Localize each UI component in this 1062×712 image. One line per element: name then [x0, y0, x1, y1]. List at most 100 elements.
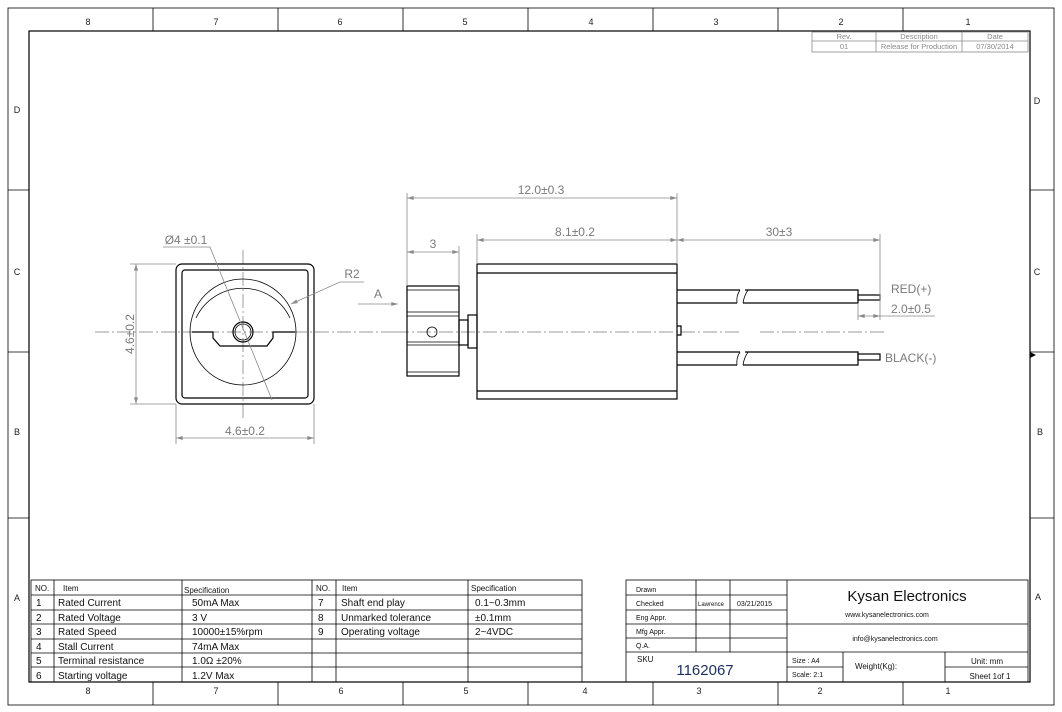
zone-col: 6: [338, 686, 343, 696]
zone-col: 4: [588, 17, 593, 27]
zone-row: C: [1034, 267, 1041, 277]
spec-item: Starting voltage: [58, 671, 128, 682]
side-view: A 12.0±0.3 3 8.1±0.2 30±3: [358, 183, 936, 400]
zone-row: A: [1035, 592, 1041, 602]
approval-role: Eng Appr.: [636, 615, 666, 622]
title-block: Kysan Electronics www.kysanelectronics.c…: [625, 579, 1029, 683]
zone-col: 4: [582, 686, 587, 696]
spec-value: 74mA Max: [192, 642, 239, 653]
company-email: info@kysanelectronics.com: [852, 636, 937, 643]
spec-no: 4: [36, 642, 42, 653]
approval-role: Mfg Appr.: [636, 629, 666, 636]
description-header: Description: [900, 32, 938, 41]
front-height-dimension: 4.6±0.2: [123, 314, 137, 354]
rev-description: Release for Production: [881, 42, 957, 51]
spec-value: 0.1~0.3mm: [475, 598, 525, 609]
sku-number: 1162067: [676, 662, 733, 679]
spec-table: NO. Item Specification NO. Item Specific…: [30, 579, 583, 683]
zone-row: A: [14, 593, 20, 603]
overall-length-dimension: 12.0±0.3: [518, 183, 565, 197]
weight-label: Weight(Kg):: [855, 662, 897, 671]
approval-name: Lawrence: [698, 602, 725, 608]
spec-item: Rated Speed: [58, 627, 116, 638]
view-a-label: A: [374, 287, 382, 301]
spec-value: 1.0Ω ±20%: [192, 656, 242, 667]
sheet-size: Size : A4: [792, 658, 820, 665]
spec-item: Unmarked tolerance: [341, 613, 431, 624]
spec-header-item: Item: [63, 584, 79, 593]
spec-value: 2~4VDC: [475, 627, 513, 638]
zone-col: 8: [85, 686, 90, 696]
diameter-dimension: Ø4 ±0.1: [165, 233, 208, 247]
front-width-dimension: 4.6±0.2: [225, 424, 265, 438]
lead-length-dimension: 30±3: [766, 225, 793, 239]
spec-no: 2: [36, 613, 42, 624]
spec-header-item: Item: [342, 584, 358, 593]
spec-no: 9: [318, 627, 324, 638]
front-view: 4.6±0.2 4.6±0.2 Ø4 ±0.1 R2: [95, 233, 395, 444]
approval-role: Drawn: [636, 587, 656, 594]
zone-col: 6: [337, 17, 342, 27]
outer-border: [7, 7, 1055, 706]
spec-item: Operating voltage: [341, 627, 420, 638]
revision-block: Rev. Description Date 01 Release for Pro…: [811, 31, 1029, 53]
unit-label: Unit: mm: [971, 657, 1003, 666]
approval-date: 03/21/2015: [737, 601, 772, 608]
company-website: www.kysanelectronics.com: [844, 612, 929, 619]
black-lead-label: BLACK(-): [885, 351, 936, 365]
spec-header-no: NO.: [316, 584, 330, 593]
company-name: Kysan Electronics: [847, 588, 966, 605]
drawing-scale: Scale: 2:1: [792, 672, 823, 679]
spec-item: Terminal resistance: [58, 656, 145, 667]
rev-value: 01: [840, 42, 848, 51]
sheet-number: Sheet 1of 1: [970, 672, 1011, 681]
zone-col: 8: [85, 17, 90, 27]
spec-header-spec: Specification: [471, 584, 516, 593]
spec-no: 7: [318, 598, 324, 609]
zone-row: D: [14, 105, 21, 115]
spec-item: Stall Current: [58, 642, 114, 653]
black-lead-wire: [677, 351, 881, 366]
approval-role: Checked: [636, 601, 664, 608]
body-length-dimension: 8.1±0.2: [555, 225, 595, 239]
zone-col: 7: [213, 686, 218, 696]
spec-no: 6: [36, 671, 42, 682]
zone-row: B: [14, 427, 20, 437]
spec-value: 10000±15%rpm: [192, 627, 263, 638]
zone-col: 7: [213, 17, 218, 27]
spec-no: 8: [318, 613, 324, 624]
zone-col: 1: [965, 17, 970, 27]
zone-ticks: [8, 8, 1054, 705]
spec-header-no: NO.: [35, 584, 49, 593]
strip-length-dimension: 2.0±0.5: [891, 302, 931, 316]
approval-role: Q.A.: [636, 643, 650, 650]
zone-col: 3: [696, 686, 701, 696]
spec-value: 50mA Max: [192, 598, 239, 609]
zone-row: D: [1034, 96, 1041, 106]
zone-col: 3: [713, 17, 718, 27]
spec-header-spec: Specification: [184, 586, 229, 595]
weight-length-dimension: 3: [430, 237, 437, 251]
center-mark-icon: [1030, 352, 1036, 358]
spec-item: Rated Current: [58, 598, 121, 609]
spec-item: Shaft end play: [341, 598, 405, 609]
spec-value: 1.2V Max: [192, 671, 234, 682]
spec-no: 3: [36, 627, 42, 638]
sku-label: SKU: [637, 655, 654, 664]
rev-date: 07/30/2014: [976, 42, 1014, 51]
zone-row: B: [1037, 427, 1043, 437]
zone-labels-bottom: 8 7 6 5 4 3 2 1: [85, 686, 950, 696]
zone-row: C: [14, 267, 21, 277]
red-lead-label: RED(+): [891, 282, 931, 296]
zone-labels-top: 8 7 6 5 4 3 2 1: [85, 17, 970, 27]
radius-dimension: R2: [344, 267, 360, 281]
date-header: Date: [987, 32, 1003, 41]
zone-col: 5: [462, 17, 467, 27]
spec-no: 5: [36, 656, 42, 667]
zone-col: 5: [463, 686, 468, 696]
zone-col: 2: [817, 686, 822, 696]
spec-value: ±0.1mm: [475, 613, 511, 624]
